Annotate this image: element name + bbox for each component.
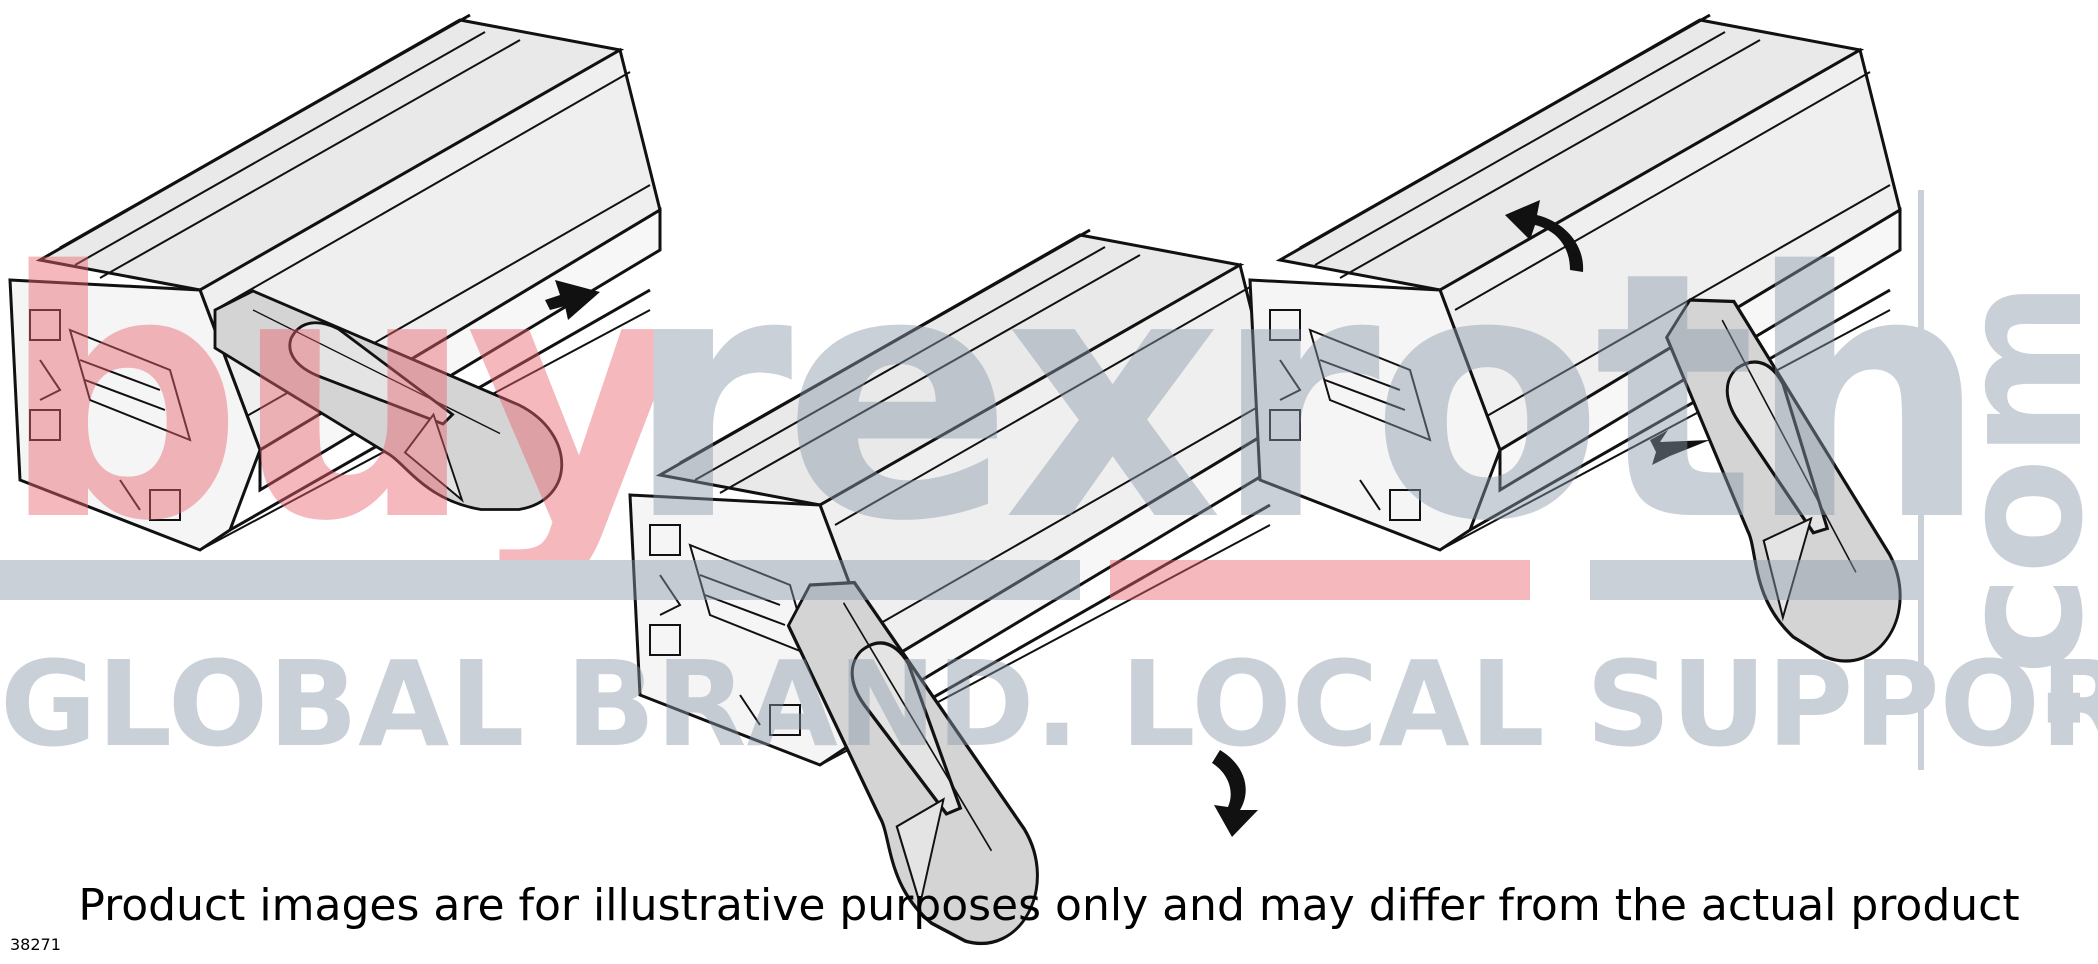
step-1-profile (8, 13, 662, 552)
watermark: buy rexroth GLOBAL BRAND. LOCAL SUPPORT.… (0, 190, 2098, 773)
watermark-brand-red: buy (0, 200, 683, 596)
step-2-profile (628, 228, 1282, 963)
watermark-tagline: GLOBAL BRAND. LOCAL SUPPORT. (0, 635, 2098, 773)
watermark-divider (1918, 190, 1924, 770)
push-arrow-icon (545, 280, 600, 320)
watermark-underline-red (1110, 560, 1530, 600)
document-number: 38271 (10, 935, 61, 954)
slide-arrow-icon (1650, 430, 1710, 465)
watermark-domain-suffix: .com (1923, 281, 2098, 740)
watermark-brand-gray: rexroth (625, 200, 1978, 596)
watermark-underline-gray-left (0, 560, 1080, 600)
watermark-underline-gray-right (1590, 560, 1920, 600)
rotate-up-arrow-icon (1505, 200, 1584, 272)
step-3-profile (1248, 13, 1998, 682)
disclaimer-text: Product images are for illustrative purp… (78, 880, 2020, 931)
rotate-down-arrow-icon (1212, 750, 1258, 837)
